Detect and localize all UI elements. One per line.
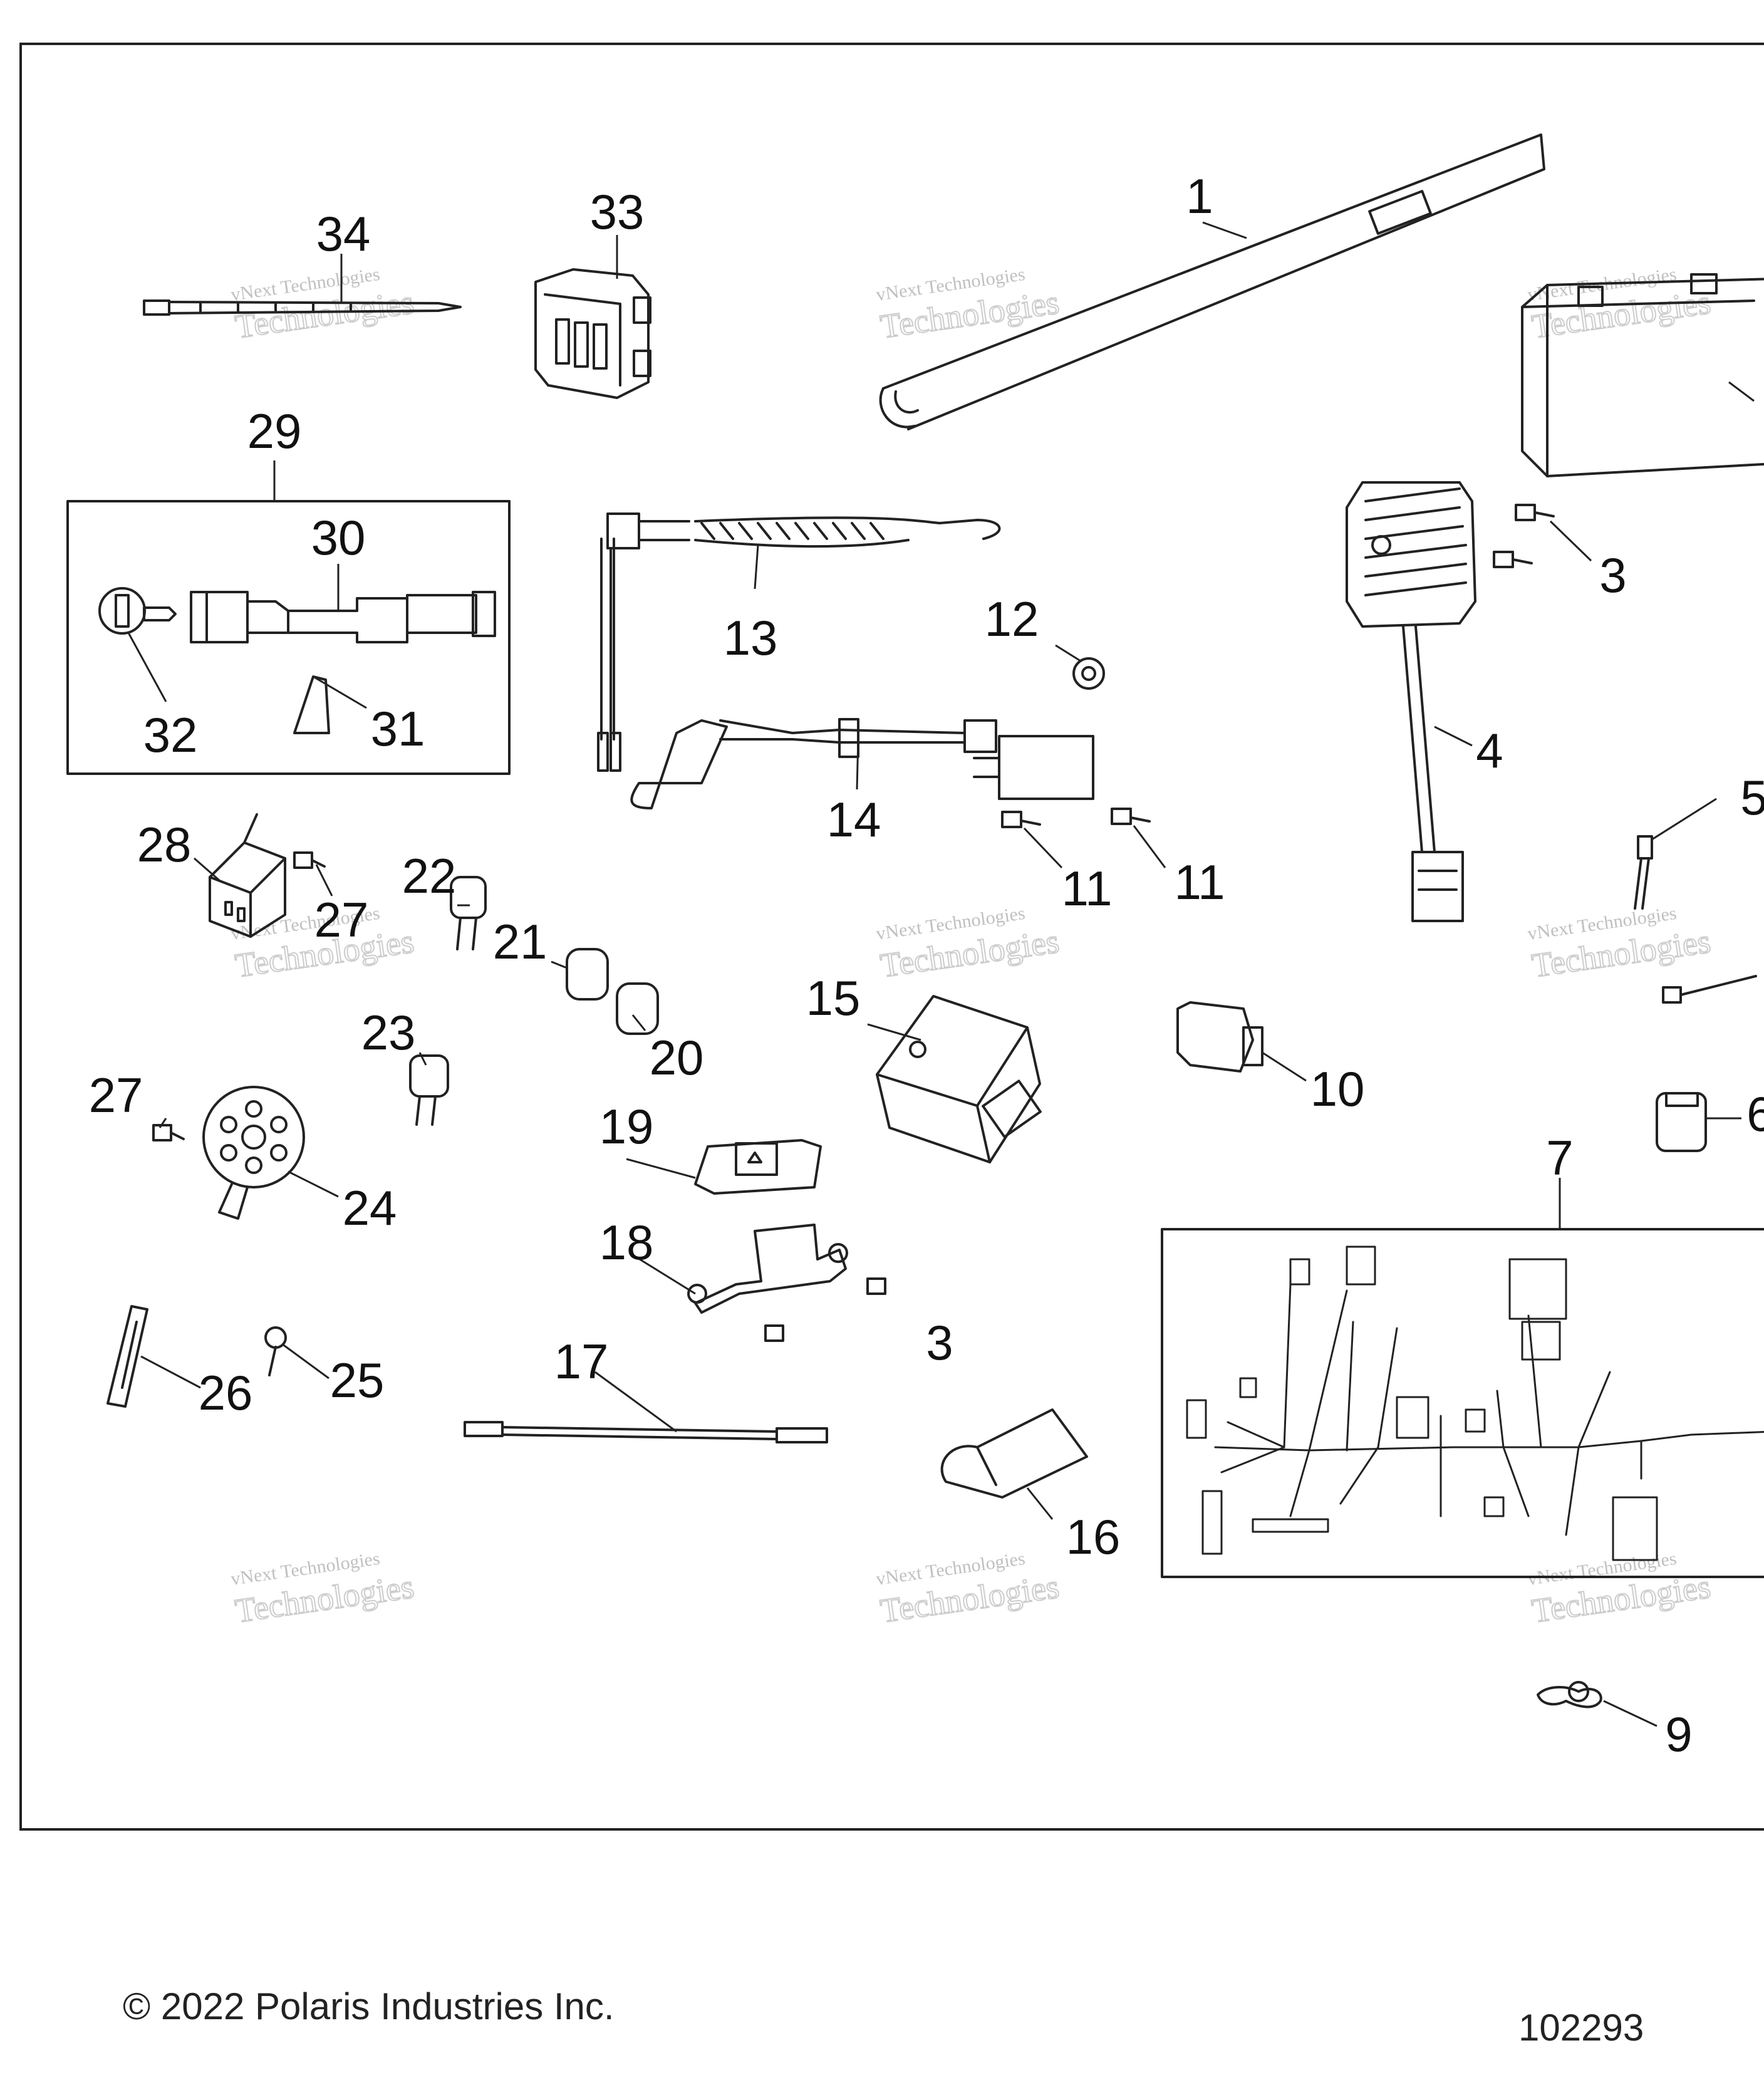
callout-28: 28	[137, 817, 192, 872]
module-10	[1176, 1001, 1263, 1073]
connector-20	[616, 982, 659, 1035]
sensor-5	[1634, 835, 1653, 910]
callout-29: 29	[247, 403, 302, 459]
callout-15: 15	[806, 970, 861, 1026]
strap-26	[106, 1305, 148, 1408]
callout-labels: 1 2 3 3 4 5 6 7 9 10 11 11 12 13 14 15 1…	[89, 169, 1764, 1762]
connector-21	[566, 948, 609, 1001]
callout-12: 12	[985, 591, 1039, 647]
tether-switch-13	[597, 512, 1001, 772]
diagram-frame	[19, 43, 1764, 1831]
callout-7: 7	[1546, 1130, 1573, 1185]
callout-3: 3	[926, 1315, 953, 1370]
connector-block-33	[534, 268, 651, 399]
callout-1: 1	[1186, 169, 1213, 224]
callout-11: 11	[1062, 861, 1113, 916]
part-drawings	[66, 133, 1764, 1708]
regulator-4	[1346, 481, 1476, 922]
ecu-15	[876, 995, 1042, 1163]
bolts-3-lower	[764, 1277, 886, 1342]
clip-16	[940, 1408, 1088, 1499]
callout-22: 22	[402, 848, 457, 903]
figure-number: 102293	[1518, 2007, 1644, 2049]
callout-10: 10	[1310, 1061, 1365, 1116]
callout-17: 17	[554, 1334, 609, 1389]
callout-31: 31	[371, 701, 425, 756]
star-washer-12	[1072, 657, 1105, 690]
callout-30: 30	[311, 510, 366, 565]
callout-21: 21	[493, 914, 547, 969]
wiring-harness-7	[1186, 1245, 1764, 1561]
callout-19: 19	[599, 1099, 654, 1154]
bolts-11	[1001, 808, 1151, 828]
callout-4: 4	[1476, 723, 1503, 778]
clip-9	[1537, 1681, 1602, 1708]
battery-2	[1521, 273, 1764, 477]
bolts-27	[152, 851, 326, 1141]
callout-9: 9	[1665, 1707, 1692, 1762]
callout-5: 5	[1740, 770, 1764, 825]
horn-24	[202, 1086, 305, 1220]
callout-18: 18	[599, 1215, 654, 1270]
callout-3: 3	[1599, 548, 1626, 603]
callout-34: 34	[316, 206, 371, 261]
callout-16: 16	[1066, 1509, 1121, 1564]
relay-28	[209, 813, 286, 938]
harness-box-7	[1161, 1228, 1764, 1578]
cable-tie-34	[143, 299, 462, 316]
callout-33: 33	[590, 184, 645, 239]
callout-6: 6	[1746, 1086, 1764, 1141]
pin-31	[293, 675, 330, 734]
connector-6	[1656, 1092, 1707, 1152]
callout-27: 27	[89, 1068, 143, 1123]
callout-20: 20	[650, 1030, 704, 1085]
callout-25: 25	[330, 1353, 385, 1408]
bolt-right	[1662, 975, 1757, 1004]
callout-32: 32	[143, 707, 198, 762]
connector-22	[450, 876, 487, 950]
callout-14: 14	[827, 792, 881, 847]
callout-11: 11	[1175, 855, 1225, 910]
ignition-coil-14	[630, 718, 1094, 809]
key-switch-30-32	[98, 587, 496, 643]
bracket-19	[694, 1139, 822, 1195]
callout-24: 24	[343, 1180, 397, 1235]
callout-23: 23	[361, 1005, 416, 1060]
rod-17	[464, 1421, 828, 1443]
callout-27: 27	[314, 892, 369, 947]
leader-lines	[127, 221, 1755, 1727]
bolts-3-upper	[1493, 504, 1555, 568]
copyright-text: © 2022 Polaris Industries Inc.	[123, 1985, 615, 2027]
callout-13: 13	[724, 610, 778, 665]
connector-23	[409, 1054, 449, 1126]
callout-26: 26	[199, 1365, 253, 1420]
kit-box-29	[66, 500, 511, 775]
mount-bracket-18	[687, 1224, 848, 1314]
battery-strap-1	[879, 133, 1545, 430]
screw-25	[264, 1326, 287, 1376]
